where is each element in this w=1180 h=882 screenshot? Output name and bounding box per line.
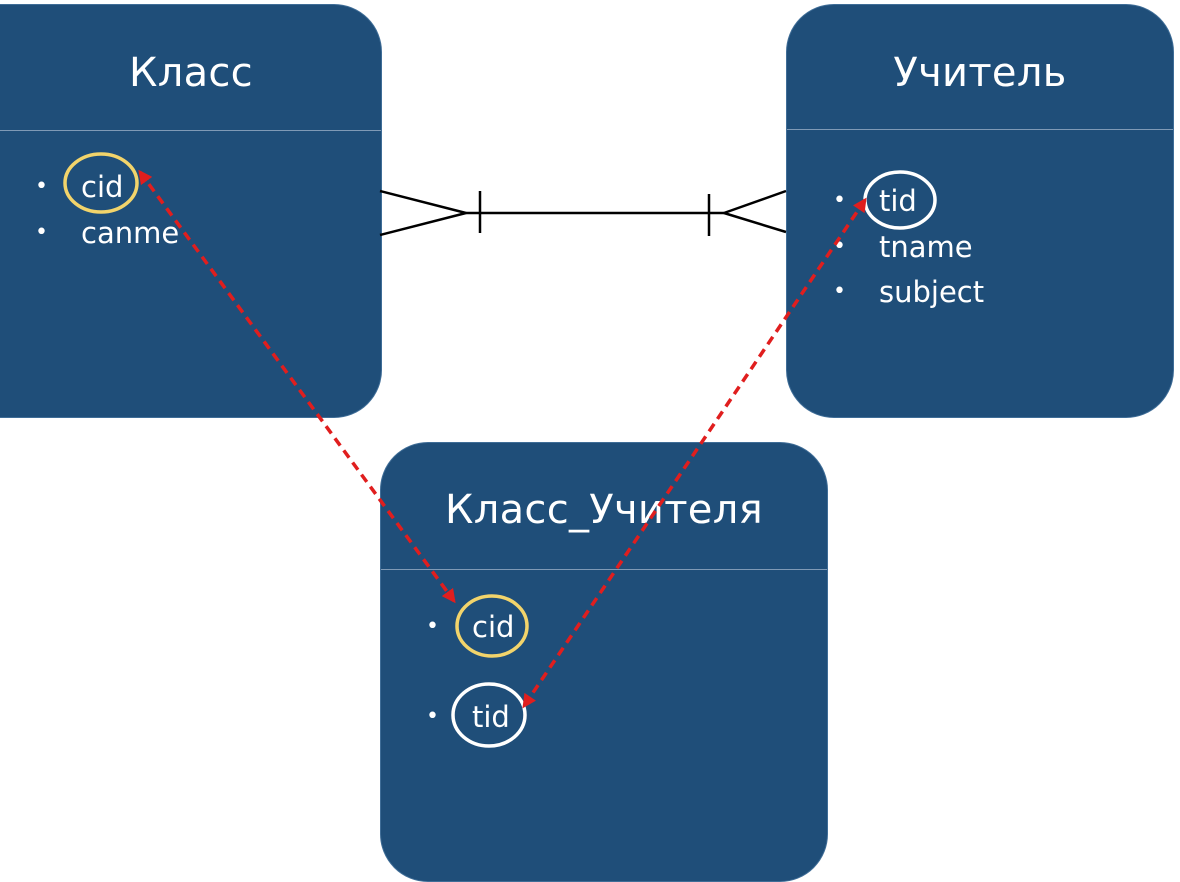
entity-title: Класс: [129, 50, 253, 96]
entity-title: Учитель: [893, 50, 1067, 96]
field-tid: • tid: [833, 184, 917, 218]
field-list: • cid • tid: [381, 443, 827, 881]
field-canme: • canme: [35, 216, 180, 250]
entity-divider: [0, 130, 381, 131]
field-list: • tid • tname • subject: [787, 5, 1173, 417]
field-cid: • cid: [426, 610, 515, 644]
entity-divider: [787, 129, 1173, 130]
crowfoot-right-upper: [723, 189, 787, 215]
relationship-line: [379, 189, 787, 237]
field-tname: • tname: [833, 230, 973, 264]
field-subject: • subject: [833, 275, 985, 309]
bullet: •: [35, 174, 48, 199]
field-list: • cid • canme: [0, 5, 381, 417]
bullet: •: [833, 279, 846, 304]
field-tid: • tid: [426, 700, 510, 734]
bullet: •: [833, 188, 846, 213]
crowfoot-left-lower: [379, 211, 467, 237]
entity-klass[interactable]: Класс • cid • canme: [0, 4, 382, 418]
entity-klass-uchitelya[interactable]: Класс_Учителя • cid • tid: [380, 442, 828, 882]
entity-uchitel[interactable]: Учитель • tid • tname • subject: [786, 4, 1174, 418]
bullet: •: [35, 220, 48, 245]
crowfoot-right-lower: [723, 211, 787, 234]
bullet: •: [426, 704, 439, 729]
bullet: •: [426, 614, 439, 639]
field-cid: • cid: [35, 170, 124, 204]
crowfoot-left-upper: [379, 189, 467, 215]
bullet: •: [833, 234, 846, 259]
